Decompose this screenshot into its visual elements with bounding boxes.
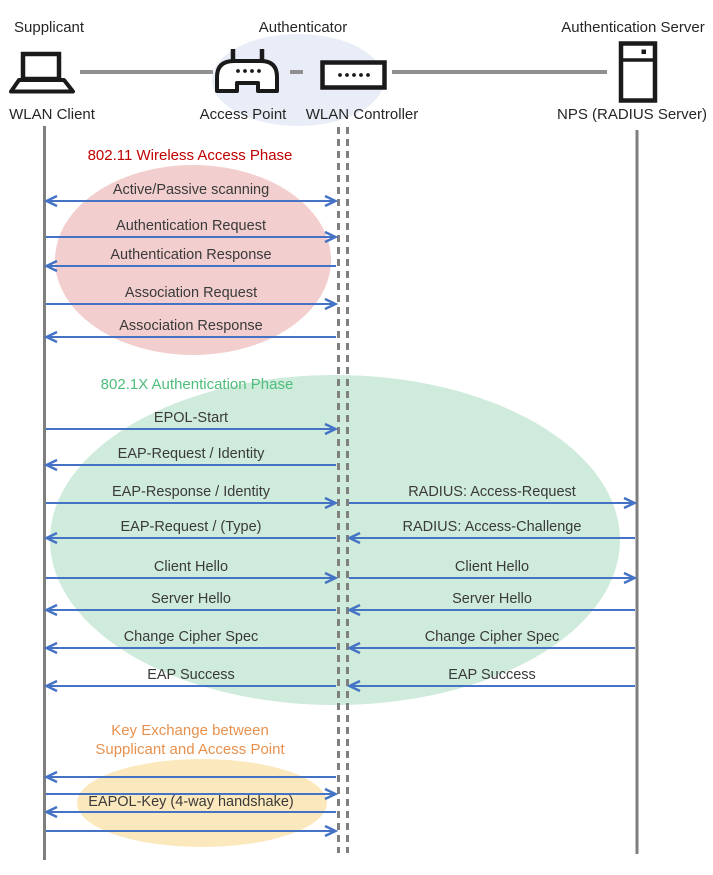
message-arrow (43, 805, 336, 819)
arrowhead-right-icon (623, 496, 638, 510)
message-arrow (346, 679, 635, 693)
background-layer (43, 34, 639, 860)
message-arrow (46, 571, 339, 585)
arrowhead-right-icon (324, 422, 339, 436)
arrowhead-right-icon (324, 297, 339, 311)
messages-layer (43, 194, 638, 838)
message-arrow (349, 571, 638, 585)
authenticator-highlight-ellipse (212, 34, 384, 126)
arrowhead-left-icon (346, 603, 361, 617)
message-arrow (43, 641, 336, 655)
arrowhead-right-icon (324, 496, 339, 510)
arrowhead-left-icon (43, 770, 58, 784)
message-arrow (43, 259, 336, 273)
message-arrow (43, 603, 336, 617)
message-arrow (43, 679, 336, 693)
server-icon (618, 41, 658, 103)
message-arrow (43, 330, 336, 344)
message-arrow (43, 531, 336, 545)
message-arrow (349, 496, 638, 510)
arrowhead-right-icon (324, 571, 339, 585)
message-arrow (43, 194, 339, 208)
arrowhead-left-icon (43, 194, 58, 208)
message-arrow (46, 787, 339, 801)
message-arrow (46, 824, 339, 838)
arrowhead-left-icon (43, 603, 58, 617)
message-arrow (46, 297, 339, 311)
arrowhead-left-icon (43, 330, 58, 344)
arrowhead-right-icon (324, 230, 339, 244)
arrowhead-left-icon (346, 679, 361, 693)
arrowhead-left-icon (43, 641, 58, 655)
arrowhead-left-icon (346, 641, 361, 655)
message-arrow (43, 458, 336, 472)
arrowhead-left-icon (43, 805, 58, 819)
message-arrow (43, 770, 336, 784)
message-arrow (46, 230, 339, 244)
arrowhead-right-icon (324, 787, 339, 801)
phase-ellipse-wireless-access (55, 165, 331, 355)
arrowhead-left-icon (346, 531, 361, 545)
access-point-icon (215, 49, 279, 93)
arrowhead-right-icon (623, 571, 638, 585)
phase-ellipse-dot1x-authentication (50, 375, 620, 705)
arrowhead-right-icon (324, 194, 339, 208)
wlan-controller-icon (320, 60, 387, 90)
message-arrow (346, 531, 635, 545)
arrowhead-left-icon (43, 259, 58, 273)
laptop-icon (9, 51, 75, 94)
message-arrow (46, 496, 339, 510)
message-arrow (346, 641, 635, 655)
arrowhead-right-icon (324, 824, 339, 838)
message-arrow (46, 422, 339, 436)
arrowhead-left-icon (43, 458, 58, 472)
device-icons (9, 41, 658, 103)
message-arrow (346, 603, 635, 617)
arrowhead-left-icon (43, 679, 58, 693)
phase-ellipse-key-exchange (77, 759, 327, 847)
arrowhead-left-icon (43, 531, 58, 545)
